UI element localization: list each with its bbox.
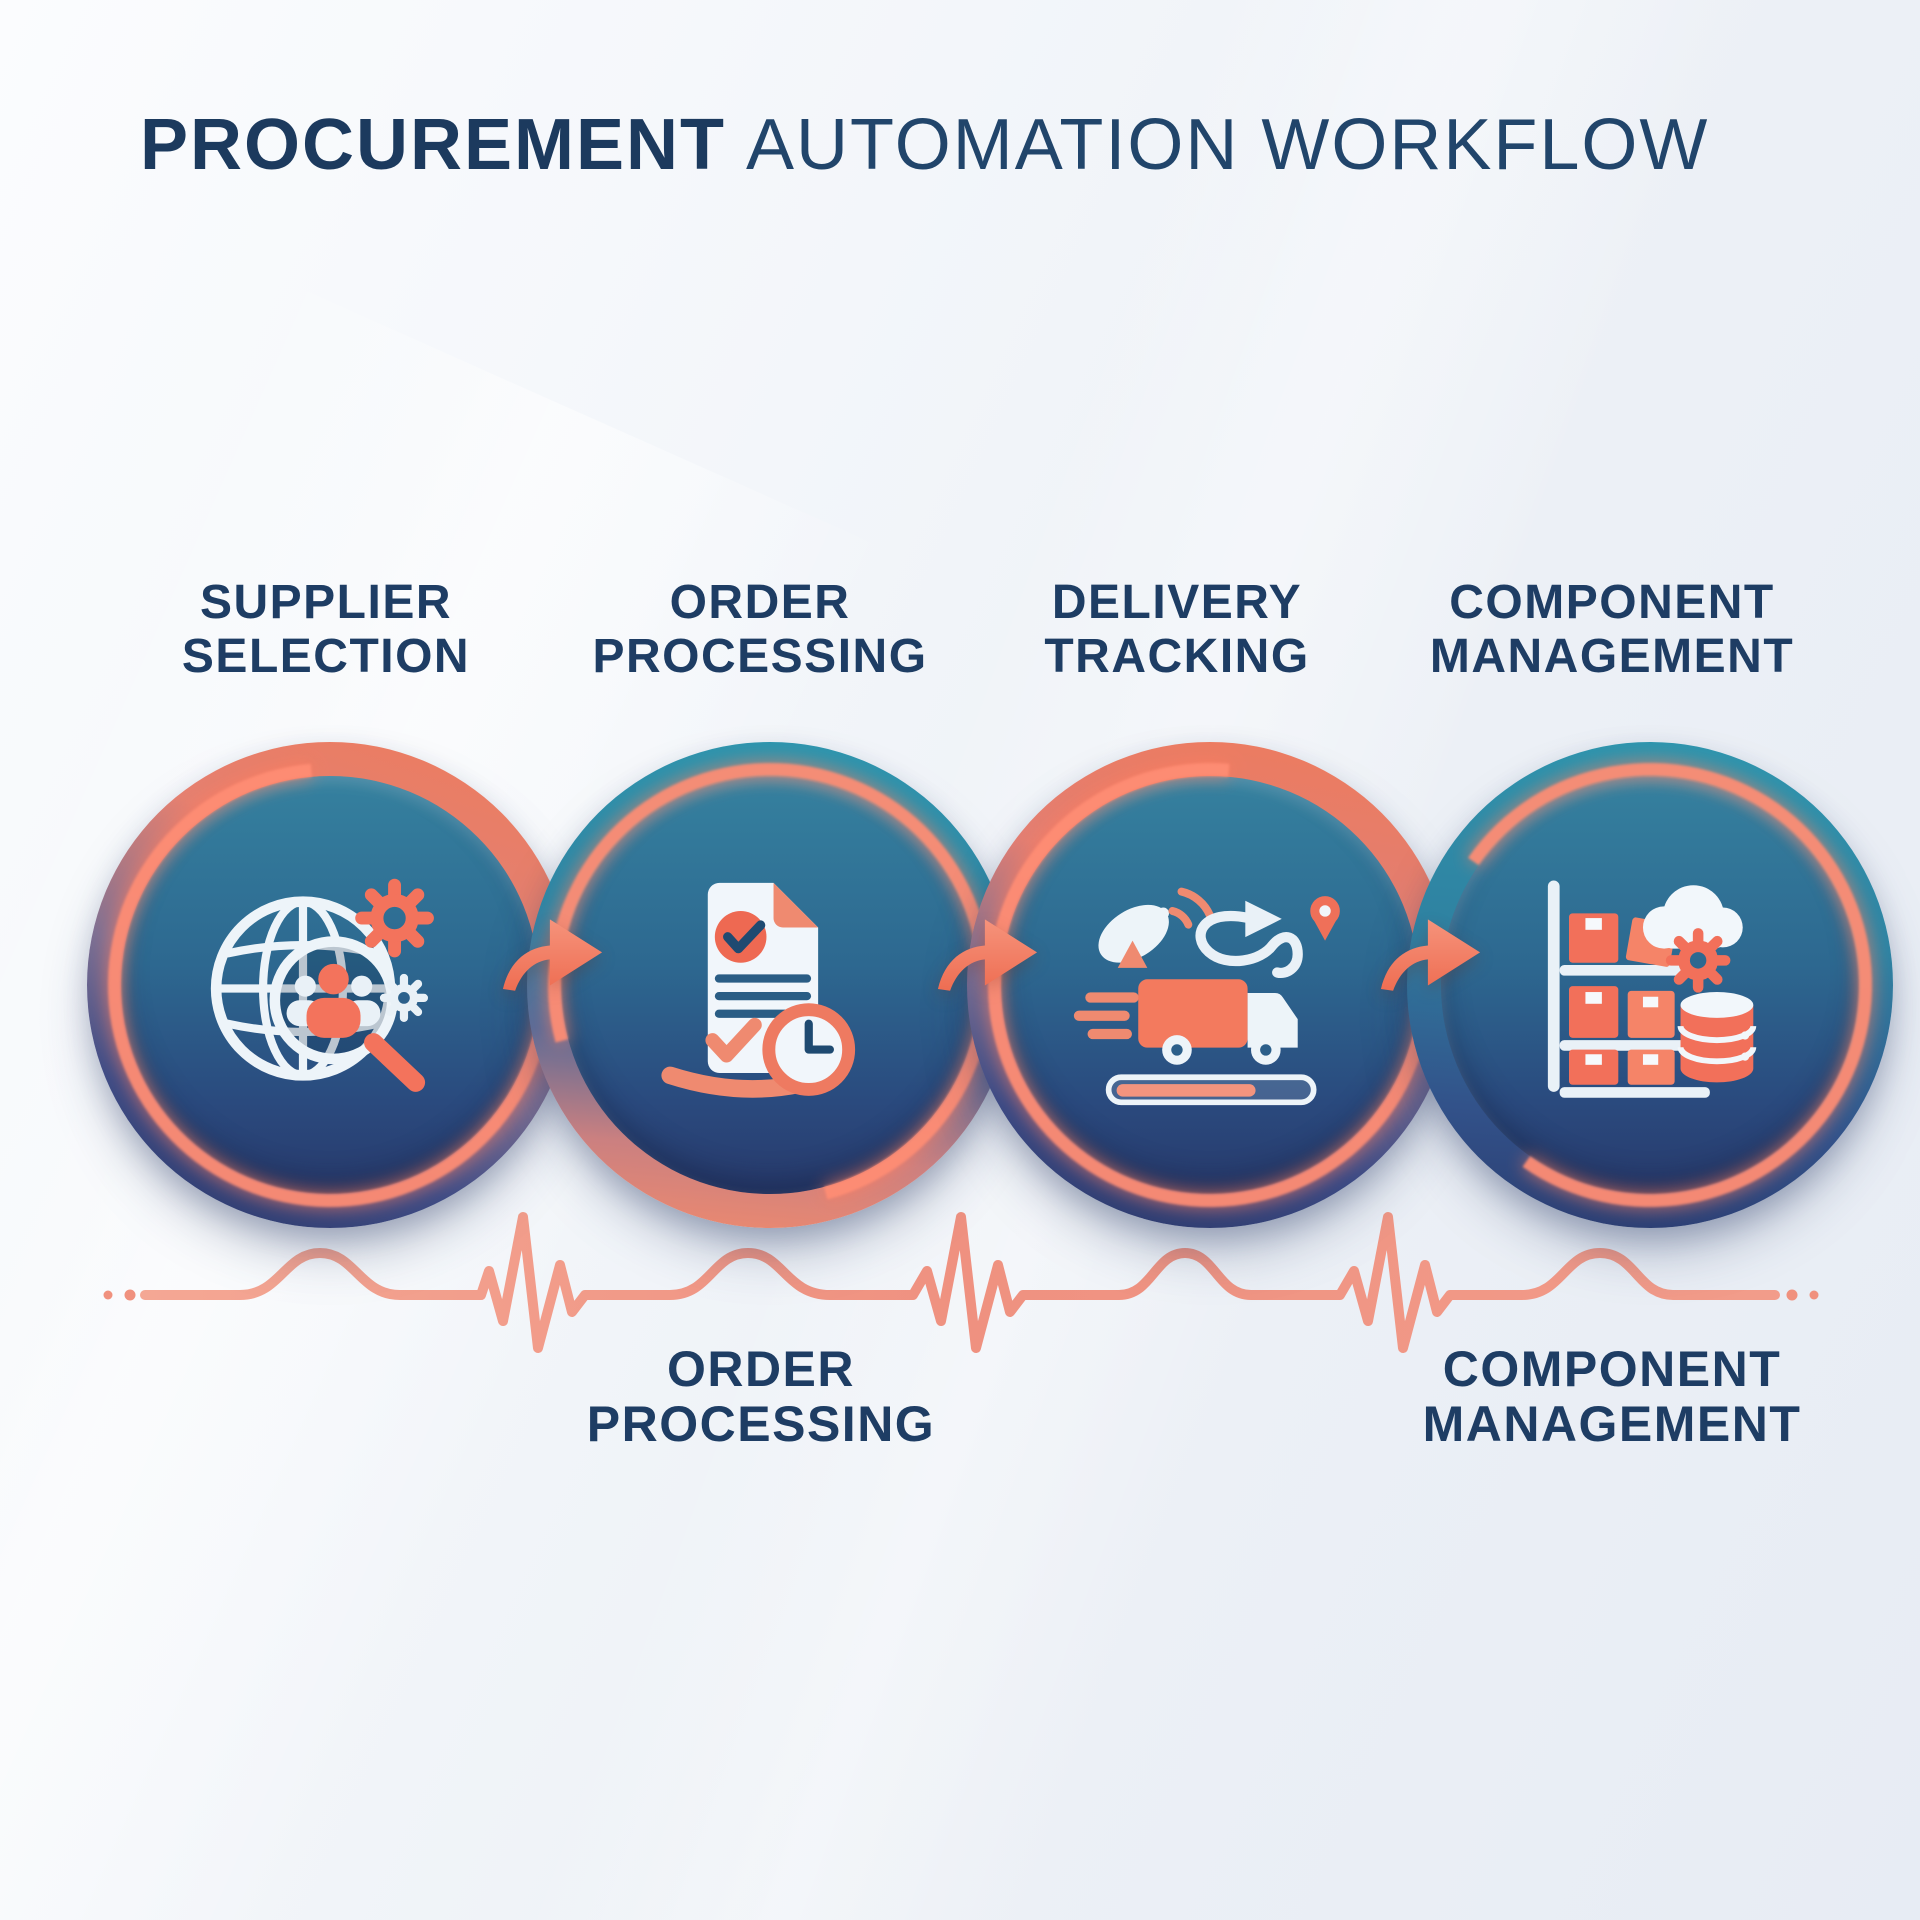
bottom-label-line: COMPONENT <box>1442 1341 1782 1397</box>
database-icon <box>1677 992 1757 1083</box>
progress-bar-icon <box>1105 1074 1317 1106</box>
circle-inner-disc <box>1441 776 1859 1194</box>
step-label-line: SUPPLIER <box>199 576 453 629</box>
clock-icon <box>762 1003 856 1096</box>
route-arrow-icon <box>1195 900 1303 978</box>
bottom-label-order-processing: ORDER PROCESSING <box>481 1342 1041 1452</box>
step-label-delivery-tracking: DELIVERY TRACKING <box>917 576 1437 684</box>
flow-arrow-icon <box>937 919 1038 991</box>
bottom-label-line: ORDER <box>666 1341 856 1397</box>
bottom-label-line: MANAGEMENT <box>1422 1396 1802 1452</box>
globe-supplier-search-icon <box>210 878 434 1092</box>
truck-icon <box>1138 979 1298 1065</box>
flow-arrow-icon <box>1380 919 1481 991</box>
speed-lines-icon <box>1073 992 1139 1040</box>
warehouse-cloud-database-icon <box>1547 880 1757 1098</box>
title-emphasis: PROCUREMENT <box>140 105 727 185</box>
step-label-line: DELIVERY <box>1051 576 1303 629</box>
step-label-line: SELECTION <box>181 630 471 683</box>
pulse-end-dots <box>103 1289 1819 1301</box>
title-rest: AUTOMATION WORKFLOW <box>746 105 1710 185</box>
step-circle-delivery-tracking <box>897 672 1523 1298</box>
step-circle-component-management <box>1392 727 1908 1243</box>
step-label-line: COMPONENT <box>1449 576 1775 629</box>
small-gear-icon <box>379 973 429 1022</box>
truck-route-satellite-icon <box>1073 887 1340 1106</box>
gear-icon <box>1665 928 1731 993</box>
satellite-dish-icon <box>1098 904 1169 968</box>
approved-check-circle-icon <box>714 911 767 963</box>
step-label-component-management: COMPONENT MANAGEMENT <box>1352 576 1872 684</box>
shelf-icon <box>1547 880 1710 1098</box>
magnifier-handle-icon <box>364 1033 426 1092</box>
step-label-order-processing: ORDER PROCESSING <box>500 576 1020 684</box>
step-label-line: ORDER <box>669 576 851 629</box>
document-checklist-clock-icon <box>661 882 856 1098</box>
step-label-supplier-selection: SUPPLIER SELECTION <box>66 576 586 684</box>
step-label-line: TRACKING <box>1044 630 1310 683</box>
step-label-line: PROCESSING <box>592 630 928 683</box>
step-label-line: MANAGEMENT <box>1429 630 1795 683</box>
wifi-waves-icon <box>1168 887 1214 929</box>
large-gear-icon <box>355 878 434 958</box>
bottom-label-line: PROCESSING <box>586 1396 936 1452</box>
bottom-label-component-management: COMPONENT MANAGEMENT <box>1332 1342 1892 1452</box>
flow-arrow-icon <box>502 919 603 991</box>
location-pin-icon <box>1310 896 1340 941</box>
